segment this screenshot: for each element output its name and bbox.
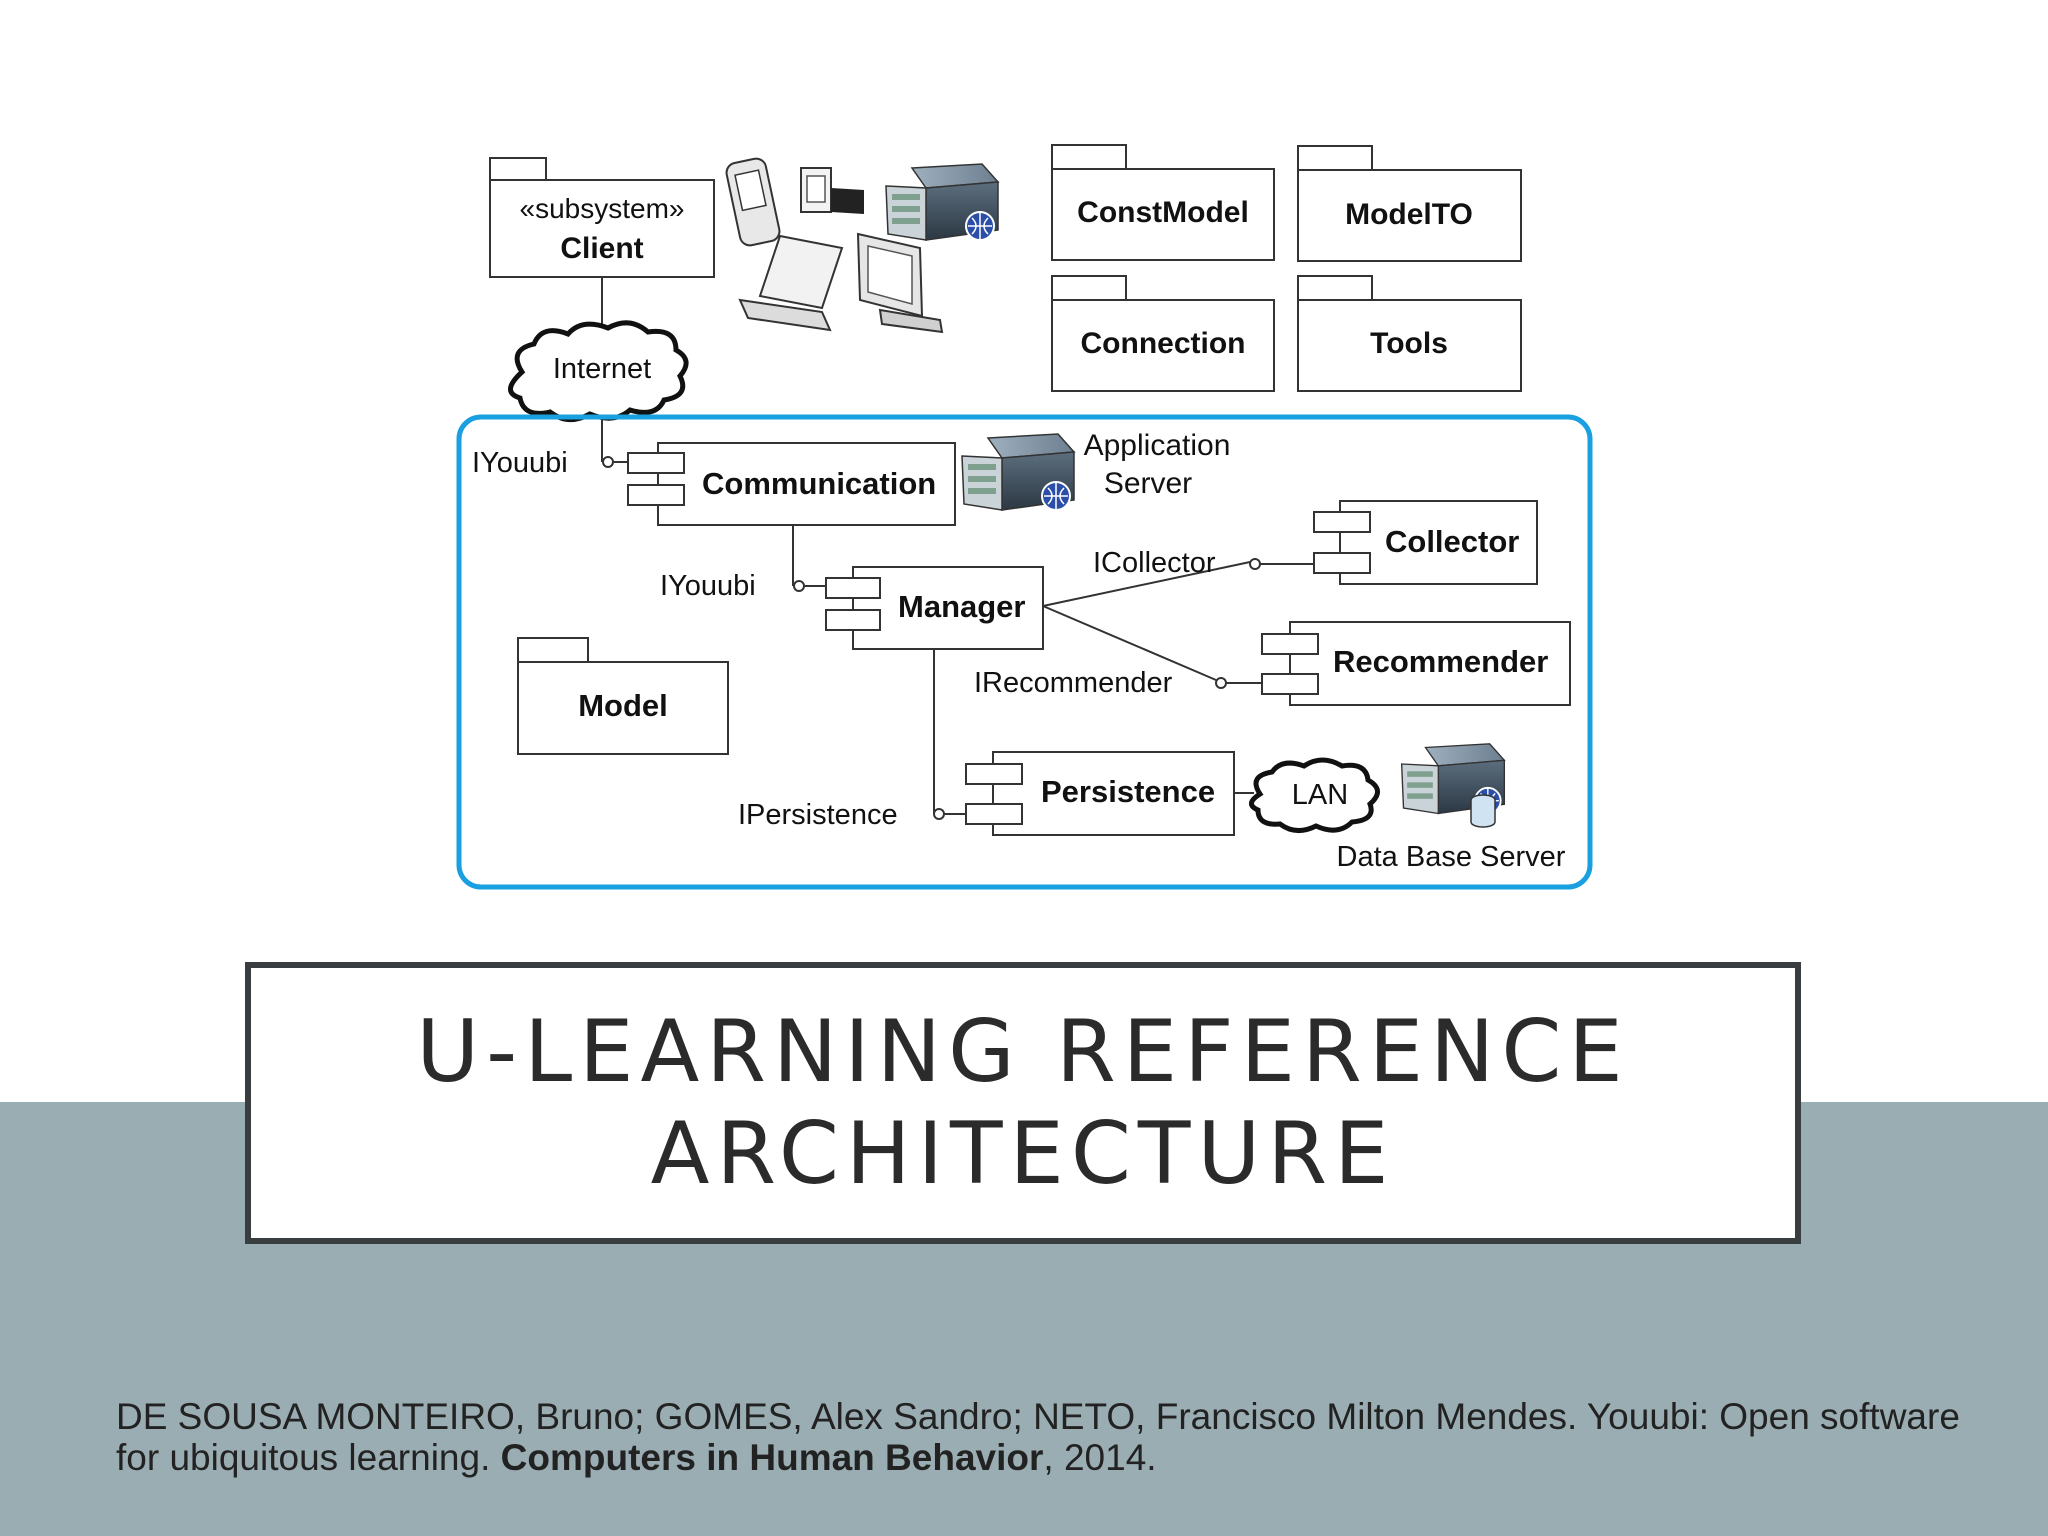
lan-label: LAN <box>1292 779 1348 811</box>
component-manager: Manager <box>825 566 1044 650</box>
component-persistence: Persistence <box>965 751 1235 836</box>
application-server-label-1: Application <box>1084 429 1231 462</box>
package-model: Model <box>517 637 729 755</box>
client-name: Client <box>560 232 643 265</box>
icollector-label: ICollector <box>1093 547 1216 579</box>
ipersistence-label: IPersistence <box>738 799 898 831</box>
internet-cloud: Internet <box>508 320 689 422</box>
package-constmodel-label: ConstModel <box>1077 196 1249 229</box>
component-recommender: Recommender <box>1261 621 1571 706</box>
package-connection: Connection <box>1051 275 1275 392</box>
persistence-label: Persistence <box>1041 774 1215 809</box>
iyouubi-top-label: IYouubi <box>472 447 568 479</box>
client-subsystem: «subsystem» Client <box>489 157 715 278</box>
package-tools-label: Tools <box>1370 327 1448 360</box>
client-stereotype: «subsystem» <box>520 193 685 224</box>
iyouubi-manager-label: IYouubi <box>660 570 756 602</box>
lan-cloud: LAN <box>1249 757 1380 833</box>
package-tools: Tools <box>1297 275 1522 392</box>
manager-label: Manager <box>898 589 1025 624</box>
application-server-icon <box>961 433 1075 511</box>
citation-year: , 2014. <box>1043 1437 1157 1478</box>
irecommender-label: IRecommender <box>974 667 1173 699</box>
citation-authors: DE SOUSA MONTEIRO, Bruno; GOMES, Alex Sa… <box>116 1396 1960 1478</box>
recommender-label: Recommender <box>1333 644 1548 679</box>
component-communication: Communication <box>627 442 956 526</box>
collector-label: Collector <box>1385 524 1519 559</box>
title-line-2: ARCHITECTURE <box>650 1104 1396 1204</box>
package-modelto-label: ModelTO <box>1345 198 1473 231</box>
package-constmodel: ConstModel <box>1051 144 1275 261</box>
title-box: U-LEARNING REFERENCE ARCHITECTURE <box>245 962 1801 1244</box>
architecture-diagram: «subsystem» Client ConstModel ModelTO Co… <box>456 144 1593 890</box>
database-server-label: Data Base Server <box>1337 841 1566 873</box>
application-boundary <box>456 414 1593 890</box>
application-server-label-2: Server <box>1104 467 1192 500</box>
citation: DE SOUSA MONTEIRO, Bruno; GOMES, Alex Sa… <box>116 1396 1976 1478</box>
package-model-label: Model <box>578 688 668 723</box>
communication-label: Communication <box>702 466 936 501</box>
citation-journal: Computers in Human Behavior <box>500 1437 1044 1478</box>
client-server-icon <box>885 163 999 241</box>
client-devices-icon <box>725 157 944 334</box>
internet-label: Internet <box>553 353 651 385</box>
component-collector: Collector <box>1313 500 1538 585</box>
package-modelto: ModelTO <box>1297 145 1522 262</box>
package-connection-label: Connection <box>1081 327 1246 360</box>
title-line-1: U-LEARNING REFERENCE <box>416 1002 1630 1102</box>
database-server-icon <box>1400 742 1506 828</box>
